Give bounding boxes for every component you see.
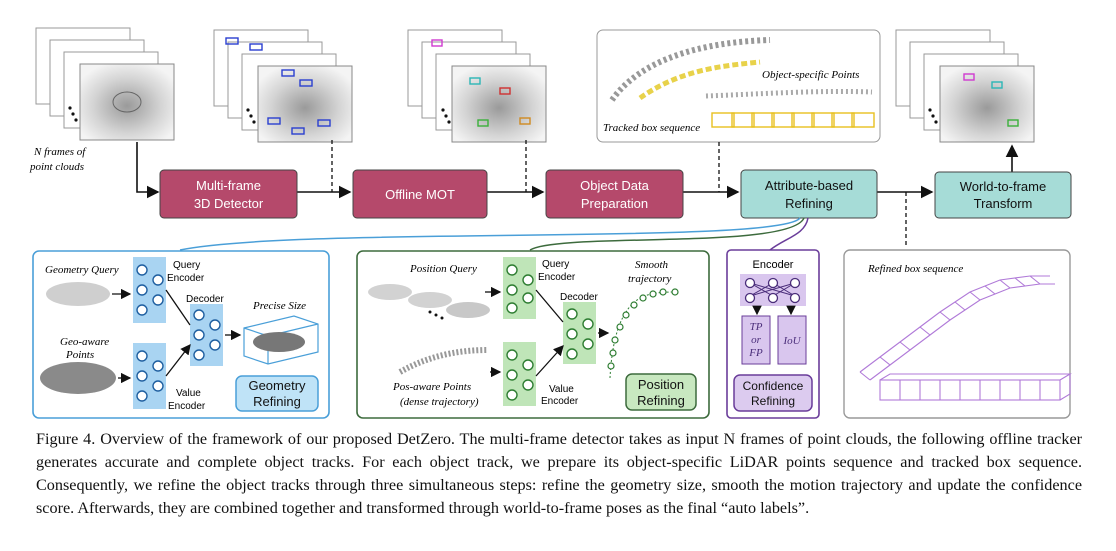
mot-label: Offline MOT — [385, 187, 455, 202]
fp-label: FP — [748, 347, 763, 359]
precise-size-label: Precise Size — [252, 300, 306, 312]
detector-label-1: Multi-frame — [196, 178, 261, 193]
frames-label-2: point clouds — [29, 161, 84, 173]
pos-value-encoder-2: Encoder — [541, 396, 579, 407]
smooth-trajectory-dots — [607, 288, 679, 370]
input-frames-stack — [35, 27, 175, 141]
output-frames-stack — [895, 29, 1035, 143]
connector-position — [529, 217, 805, 251]
connector-geometry — [179, 217, 801, 251]
transform-label-2: Transform — [974, 196, 1033, 211]
pos-decoder-label: Decoder — [560, 292, 598, 303]
iou-label: IoU — [782, 335, 801, 347]
mot-output-stack — [407, 29, 547, 143]
geo-aware-label-2: Points — [65, 349, 94, 361]
detector-box: Multi-frame 3D Detector — [159, 169, 298, 219]
mot-box: Offline MOT — [352, 169, 488, 219]
tracked-box-label: Tracked box sequence — [603, 122, 700, 134]
geo-query-encoder-2: Encoder — [167, 273, 205, 284]
position-badge-2: Refining — [637, 393, 685, 408]
refined-box-label: Refined box sequence — [867, 263, 963, 275]
confidence-encoder-label: Encoder — [753, 259, 794, 271]
tp-label: TP — [750, 321, 763, 333]
object-data-preview — [596, 29, 881, 143]
figure-caption: Figure 4. Overview of the framework of o… — [36, 428, 1082, 520]
confidence-badge-1: Confidence — [743, 379, 804, 393]
detector-output-stack — [213, 29, 353, 143]
detector-label-2: 3D Detector — [194, 196, 264, 211]
geo-query-encoder-1: Query — [173, 260, 200, 271]
refining-label-1: Attribute-based — [765, 178, 853, 193]
geometry-query-label: Geometry Query — [45, 264, 119, 276]
confidence-badge-2: Refining — [751, 394, 795, 408]
caption-figure-number: Figure 4. — [36, 430, 96, 448]
transform-label-1: World-to-frame — [960, 179, 1046, 194]
geo-aware-label-1: Geo-aware — [60, 336, 109, 348]
geometry-badge-2: Refining — [253, 394, 301, 409]
position-query-label: Position Query — [409, 263, 477, 275]
or-label: or — [751, 334, 762, 346]
pos-aware-label-1: Pos-aware Points — [392, 381, 471, 393]
refining-box: Attribute-based Refining — [740, 169, 878, 219]
pipeline-flow — [136, 140, 1019, 248]
geo-decoder-label: Decoder — [186, 294, 224, 305]
pos-query-encoder-1: Query — [542, 259, 569, 270]
pos-aware-label-2: (dense trajectory) — [400, 396, 479, 408]
position-badge-1: Position — [638, 377, 684, 392]
smooth-label-2: trajectory — [628, 273, 671, 285]
caption-text: Overview of the framework of our propose… — [36, 430, 1083, 517]
connector-confidence — [769, 217, 809, 251]
prep-label-2: Preparation — [581, 196, 648, 211]
frames-label-1: N frames of — [33, 146, 87, 158]
smooth-label-1: Smooth — [635, 259, 669, 271]
pos-value-encoder-1: Value — [549, 384, 574, 395]
confidence-refining-panel: Encoder TP or FP IoU Confidence Refining — [726, 249, 820, 419]
transform-box: World-to-frame Transform — [934, 171, 1072, 219]
position-refining-panel: Position Query Pos-aware Points (dense t… — [356, 250, 710, 419]
geometry-badge-1: Geometry — [248, 378, 306, 393]
geo-value-encoder-1: Value — [176, 388, 201, 399]
geo-value-encoder-2: Encoder — [168, 401, 206, 412]
refined-box-panel: Refined box sequence — [843, 249, 1072, 419]
geometry-refining-panel: Geometry Query Geo-aware Points Query En… — [32, 250, 330, 419]
framework-diagram: N frames of point clouds — [29, 27, 1072, 419]
pos-query-encoder-2: Encoder — [538, 272, 576, 283]
data-prep-box: Object Data Preparation — [545, 169, 684, 219]
refining-label-2: Refining — [785, 196, 833, 211]
prep-label-1: Object Data — [580, 178, 649, 193]
object-points-label: Object-specific Points — [762, 69, 859, 81]
